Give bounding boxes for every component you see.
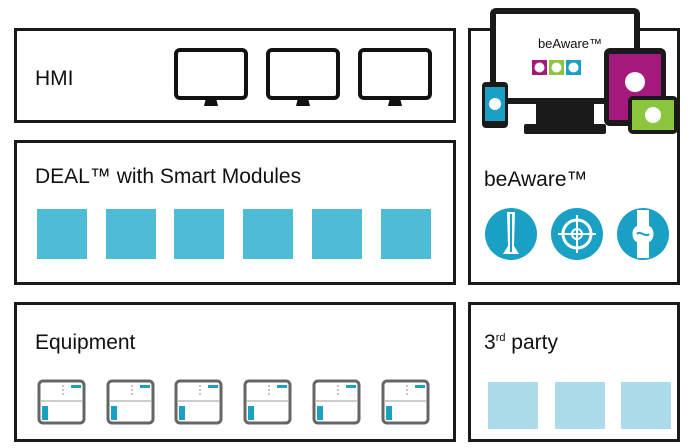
equipment-unit-icon: [381, 379, 430, 425]
smart-module: [312, 209, 362, 259]
hmi-panel: HMI: [14, 28, 456, 123]
equipment-unit-icon: [312, 379, 361, 425]
smart-module: [37, 209, 87, 259]
equipment-label: Equipment: [35, 331, 136, 354]
equipment-unit-icon: [243, 379, 292, 425]
third-party-panel: 3rd party: [468, 302, 680, 442]
devices-illustration: [482, 8, 678, 134]
third-party-tile: [555, 382, 605, 429]
deal-panel: DEAL™ with Smart Modules: [14, 140, 456, 285]
smart-module: [174, 209, 224, 259]
third-party-tile: [621, 382, 671, 429]
smart-module: [106, 209, 156, 259]
screen-title: beAware™: [537, 36, 603, 51]
smart-module: [243, 209, 293, 259]
equipment-unit-icon: [37, 379, 86, 425]
third-party-label-sup: rd: [495, 332, 506, 344]
smart-module: [381, 209, 431, 259]
equipment-panel: Equipment: [14, 302, 456, 442]
monitor-icon: [174, 48, 248, 106]
third-party-label-rest: party: [505, 331, 558, 354]
monitor-icon: [266, 48, 340, 106]
equipment-unit-icon: [174, 379, 223, 425]
third-party-tile: [488, 382, 538, 429]
equipment-unit-icon: [106, 379, 155, 425]
pin-icon: [485, 208, 537, 260]
hmi-label: HMI: [35, 67, 74, 90]
target-icon: [551, 208, 603, 260]
third-party-label-base: 3: [484, 331, 496, 354]
connector-icon: [617, 208, 669, 260]
beaware-label: beAware™: [484, 168, 588, 191]
monitor-icon: [358, 48, 432, 106]
third-party-label: 3rd party: [484, 331, 558, 355]
deal-label: DEAL™ with Smart Modules: [35, 165, 302, 188]
